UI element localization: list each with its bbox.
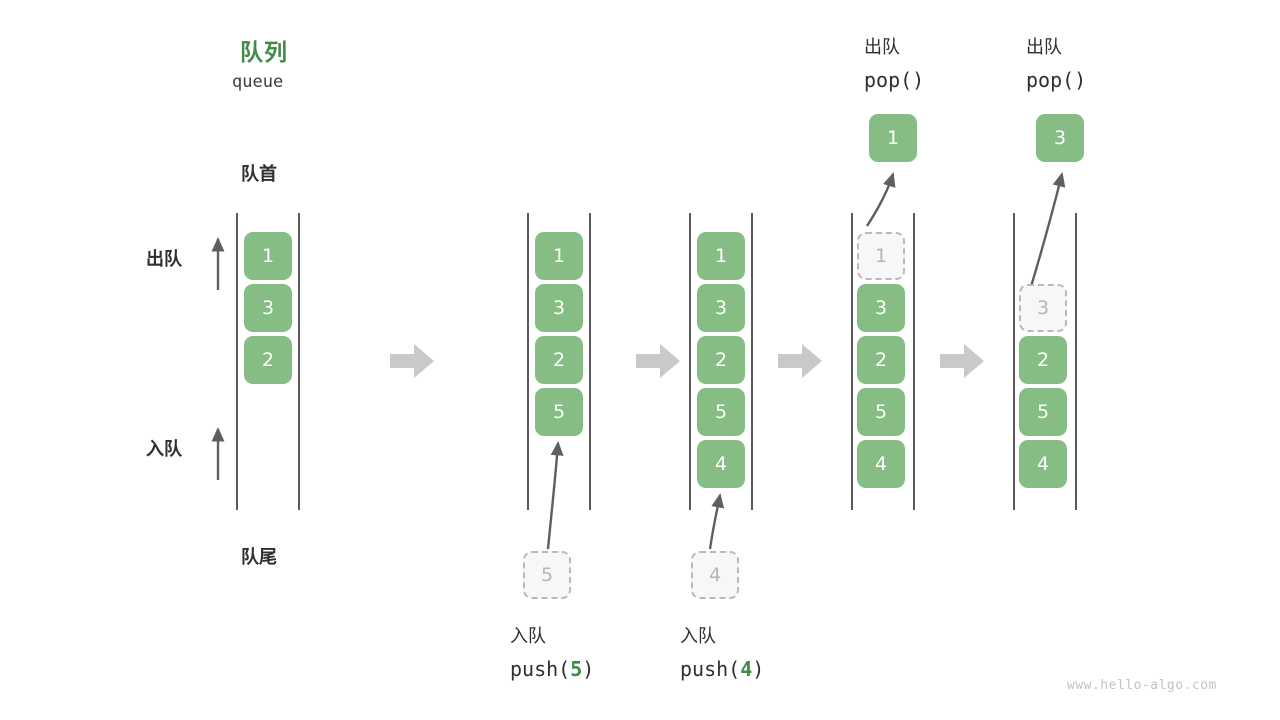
queue-cell-new: 5 [535,388,583,436]
step4-caption-code: pop() [864,68,925,92]
step4-caption-cn: 出队 [864,37,900,58]
push-paren: ) [752,657,765,681]
incoming-element-ghost: 5 [523,551,571,599]
queue-cell: 2 [697,336,745,384]
queue-cell: 2 [535,336,583,384]
queue-cell: 4 [857,440,905,488]
queue-rail-right-step2 [589,213,591,510]
queue-rail-right-step3 [751,213,753,510]
popped-element: 3 [1036,114,1084,162]
step2-caption-cn: 入队 [510,626,546,647]
queue-rail-left-step1 [236,213,238,510]
queue-cell: 1 [535,232,583,280]
push-text: push( [680,657,741,681]
queue-cell: 5 [1019,388,1067,436]
diagram-title-en: queue [232,72,284,92]
push-5-arrow [546,441,564,550]
queue-cell: 3 [535,284,583,332]
queue-cell: 1 [244,232,292,280]
queue-rail-left-step2 [527,213,529,510]
push-arg: 5 [570,657,583,681]
step5-caption-cn: 出队 [1026,37,1062,58]
popped-element: 1 [869,114,917,162]
incoming-element-ghost: 4 [691,551,739,599]
step5-caption-code: pop() [1026,68,1087,92]
queue-cell: 5 [857,388,905,436]
queue-cell: 5 [697,388,745,436]
push-paren: ) [582,657,595,681]
step-arrow-icon [390,341,434,385]
rear-label: 队尾 [241,547,277,568]
pop-1-arrow [865,172,896,227]
push-text: push( [510,657,571,681]
queue-rail-right-step1 [298,213,300,510]
queue-cell: 1 [697,232,745,280]
step3-caption-code: push(4) [680,657,764,681]
queue-rail-right-step4 [913,213,915,510]
queue-cell: 4 [1019,440,1067,488]
step-arrow-icon [940,341,984,385]
queue-rail-left-step3 [689,213,691,510]
queue-cell-new: 4 [697,440,745,488]
watermark: www.hello-algo.com [1067,678,1217,693]
pop-3-arrow [1028,172,1066,291]
front-label: 队首 [241,164,277,185]
queue-cell: 2 [244,336,292,384]
push-4-arrow [708,493,725,550]
step3-caption-cn: 入队 [680,626,716,647]
queue-rail-right-step5 [1075,213,1077,510]
step-arrow-icon [778,341,822,385]
queue-cell: 3 [857,284,905,332]
step2-caption-code: push(5) [510,657,594,681]
queue-cell: 2 [1019,336,1067,384]
push-arg: 4 [740,657,753,681]
step-arrow-icon [636,341,680,385]
diagram-title-cn: 队列 [240,40,288,66]
enqueue-label: 入队 [146,439,182,460]
queue-rail-left-step4 [851,213,853,510]
queue-cell: 3 [697,284,745,332]
queue-rail-left-step5 [1013,213,1015,510]
queue-cell: 2 [857,336,905,384]
queue-cell: 3 [244,284,292,332]
queue-cell-removed: 3 [1019,284,1067,332]
dequeue-label: 出队 [146,249,182,270]
queue-cell-removed: 1 [857,232,905,280]
